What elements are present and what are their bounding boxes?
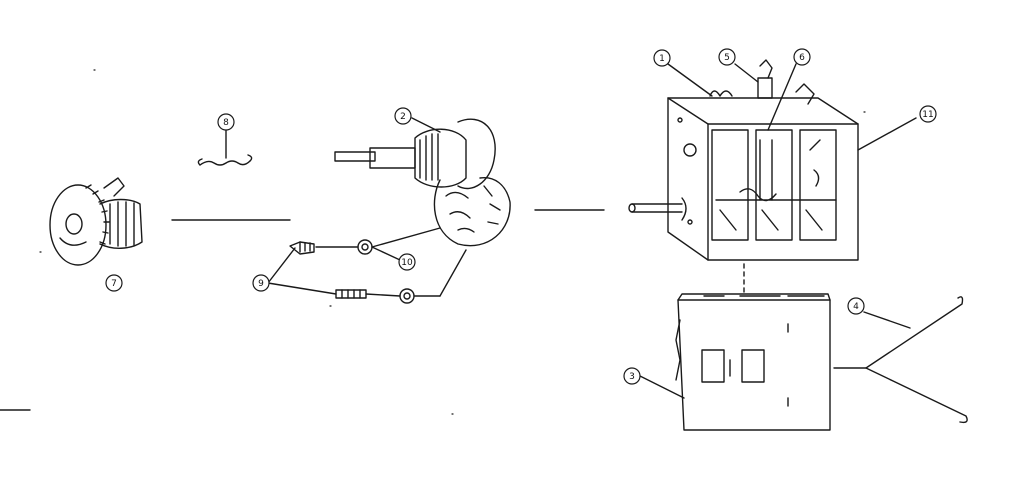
svg-text:7: 7 — [111, 279, 117, 289]
part-9-screws — [267, 241, 367, 299]
callout-4: 4 — [847, 297, 865, 315]
part-8-spring-clip — [197, 154, 253, 166]
callout-9: 9 — [252, 274, 270, 292]
callout-7: 7 — [105, 274, 123, 292]
part-2-shaft-cam-assembly — [334, 118, 511, 247]
part-7-gear-knob — [49, 177, 143, 266]
callout-2: 2 — [394, 107, 412, 125]
callout-3: 3 — [623, 367, 641, 385]
svg-text:10: 10 — [401, 258, 413, 268]
leader-line — [734, 63, 759, 83]
leader-line — [639, 375, 685, 399]
svg-text:2: 2 — [400, 112, 406, 122]
svg-text:3: 3 — [629, 372, 635, 382]
svg-text:8: 8 — [223, 118, 229, 128]
svg-text:9: 9 — [258, 279, 264, 289]
part-11-switch-housing — [628, 59, 859, 261]
leader-line — [857, 117, 917, 151]
callout-5: 5 — [718, 48, 736, 66]
svg-text:6: 6 — [799, 53, 805, 63]
leader-line — [411, 117, 441, 133]
part-3-cover-plate — [675, 293, 831, 431]
callout-10: 10 — [398, 253, 416, 271]
leader-line — [767, 63, 797, 131]
leader-line — [863, 311, 911, 329]
callout-6: 6 — [793, 48, 811, 66]
callout-11: 11 — [919, 105, 937, 123]
svg-text:4: 4 — [853, 302, 859, 312]
leader-line — [667, 63, 713, 97]
svg-text:5: 5 — [724, 53, 730, 63]
print-specks — [39, 69, 866, 415]
part-10-washers — [315, 227, 467, 304]
part-4-spring-wire — [833, 296, 968, 424]
svg-text:11: 11 — [922, 110, 933, 120]
svg-text:1: 1 — [659, 54, 665, 64]
callouts: 1 5 6 11 2 8 7 9 — [105, 48, 937, 385]
callout-8: 8 — [217, 113, 235, 131]
callout-1: 1 — [653, 49, 671, 67]
